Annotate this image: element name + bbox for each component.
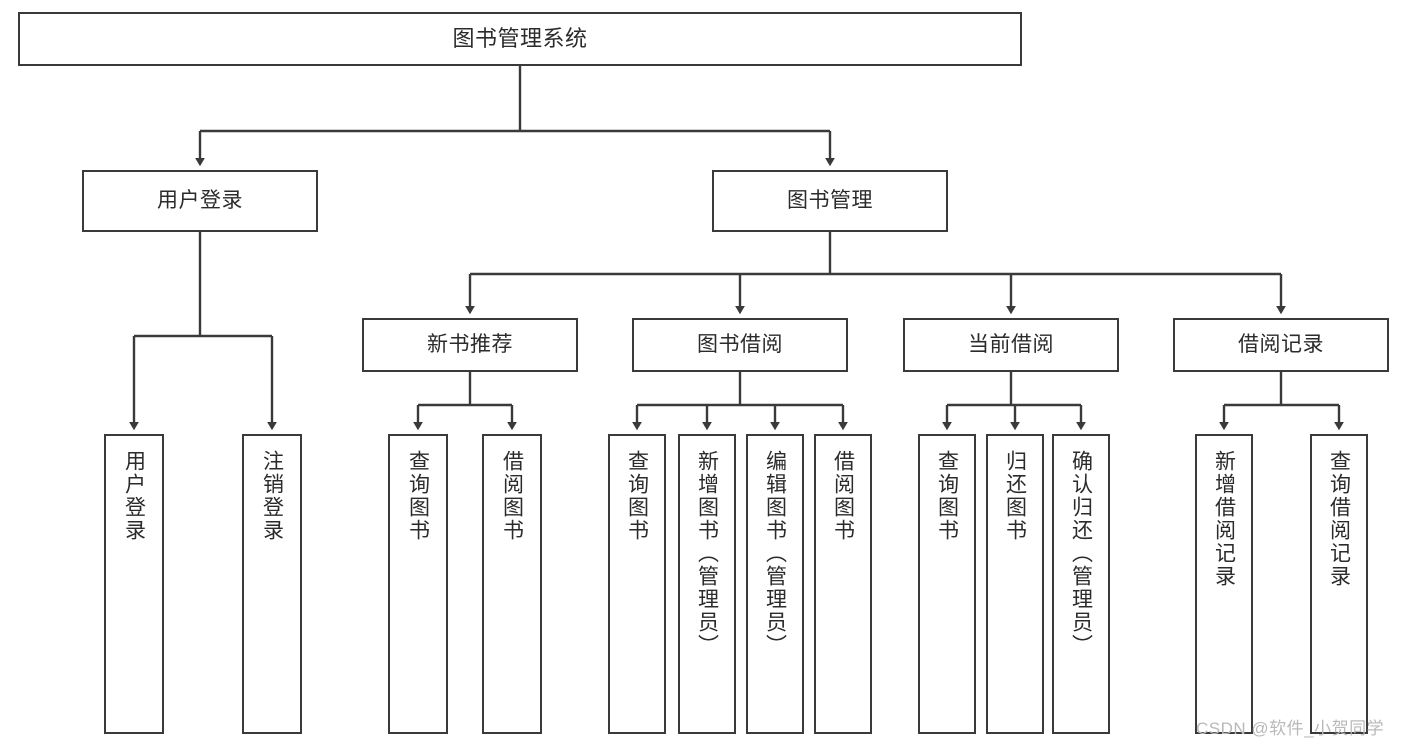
node-label: 借阅图书	[831, 450, 855, 542]
node-label: 查询图书	[935, 450, 959, 542]
node-label: 图书管理系统	[452, 26, 588, 52]
node-leaf-query-book-recommend[interactable]: 查询图书	[388, 434, 448, 734]
node-label: 当前借阅	[968, 332, 1054, 356]
node-label: 新书推荐	[427, 332, 513, 356]
node-leaf-borrow-book[interactable]: 借阅图书	[814, 434, 872, 734]
node-leaf-confirm-return[interactable]: 确认归还（管理员）	[1052, 434, 1110, 734]
node-label: 查询借阅记录	[1327, 450, 1351, 588]
node-label: 新增借阅记录	[1212, 450, 1236, 588]
node-leaf-user-login[interactable]: 用户登录	[104, 434, 164, 734]
node-label: 编辑图书（管理员）	[763, 450, 787, 657]
node-label: 查询图书	[406, 450, 430, 542]
node-new-book-recommend[interactable]: 新书推荐	[362, 318, 578, 372]
node-label: 图书管理	[787, 188, 873, 212]
node-leaf-logout[interactable]: 注销登录	[242, 434, 302, 734]
node-root[interactable]: 图书管理系统	[18, 12, 1022, 66]
node-label: 确认归还（管理员）	[1069, 450, 1093, 657]
node-label: 归还图书	[1003, 450, 1027, 542]
node-book-manage[interactable]: 图书管理	[712, 170, 948, 232]
node-label: 查询图书	[625, 450, 649, 542]
node-leaf-query-borrow-record[interactable]: 查询借阅记录	[1310, 434, 1368, 734]
node-borrow-record[interactable]: 借阅记录	[1173, 318, 1389, 372]
node-label: 新增图书（管理员）	[695, 450, 719, 657]
node-label: 用户登录	[122, 450, 146, 542]
node-label: 借阅记录	[1238, 332, 1324, 356]
node-label: 注销登录	[260, 450, 284, 542]
node-leaf-query-book-current[interactable]: 查询图书	[918, 434, 976, 734]
node-current-borrow[interactable]: 当前借阅	[903, 318, 1119, 372]
node-book-borrow[interactable]: 图书借阅	[632, 318, 848, 372]
node-label: 图书借阅	[697, 332, 783, 356]
node-leaf-borrow-book-recommend[interactable]: 借阅图书	[482, 434, 542, 734]
node-leaf-query-book-borrow[interactable]: 查询图书	[608, 434, 666, 734]
node-leaf-add-borrow-record[interactable]: 新增借阅记录	[1195, 434, 1253, 734]
node-leaf-edit-book[interactable]: 编辑图书（管理员）	[746, 434, 804, 734]
node-label: 借阅图书	[500, 450, 524, 542]
node-leaf-add-book[interactable]: 新增图书（管理员）	[678, 434, 736, 734]
node-leaf-return-book[interactable]: 归还图书	[986, 434, 1044, 734]
node-label: 用户登录	[157, 188, 243, 212]
node-user-login[interactable]: 用户登录	[82, 170, 318, 232]
